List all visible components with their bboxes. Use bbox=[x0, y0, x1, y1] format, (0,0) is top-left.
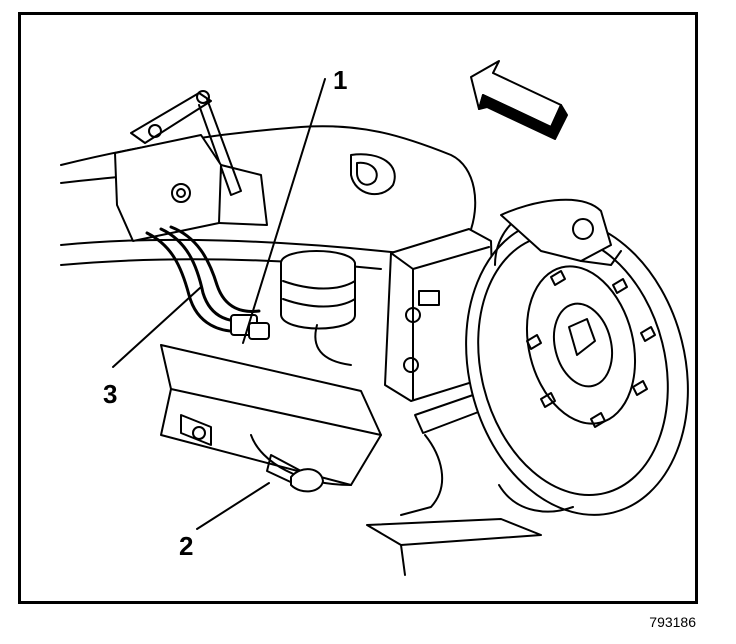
direction-arrow-icon bbox=[470, 60, 568, 140]
callout-3: 3 bbox=[103, 379, 118, 409]
brake-caliper bbox=[384, 228, 496, 516]
callout-2: 2 bbox=[179, 531, 194, 561]
leader-lines bbox=[112, 78, 326, 530]
leader-line-2 bbox=[196, 482, 270, 530]
callout-1: 1 bbox=[333, 65, 348, 95]
upper-linkage bbox=[114, 90, 268, 242]
figure-number: 793186 bbox=[649, 614, 696, 630]
leader-line-3 bbox=[112, 286, 202, 368]
air-spring bbox=[280, 250, 356, 366]
lower-bracket bbox=[290, 468, 542, 576]
brake-hose-harness bbox=[145, 225, 270, 340]
lower-crossmember bbox=[160, 344, 382, 486]
steering-knuckle bbox=[500, 198, 622, 266]
leader-line-1 bbox=[242, 78, 326, 344]
brake-rotor bbox=[465, 206, 689, 516]
wheel-studs bbox=[526, 270, 656, 428]
brake-assembly-illustration bbox=[60, 60, 689, 576]
illustration-frame: 1 2 3 bbox=[18, 12, 698, 604]
